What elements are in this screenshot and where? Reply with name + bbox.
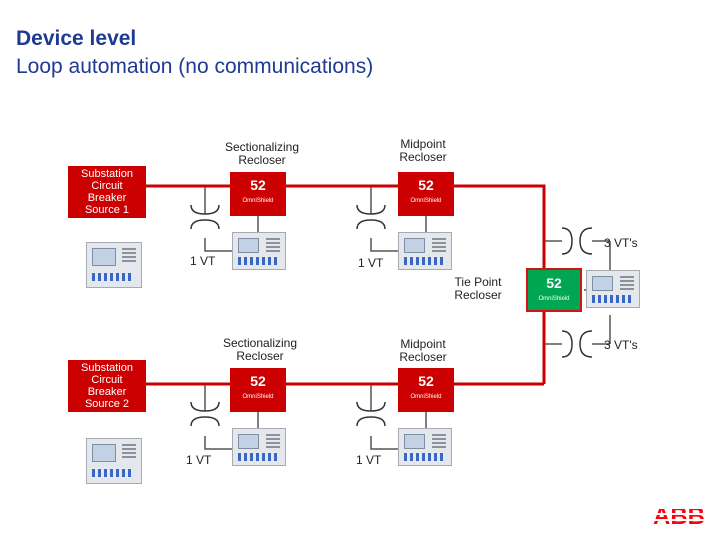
recloser-controller-3[interactable] [232, 428, 286, 466]
abb-logo: ABB [653, 503, 705, 525]
vt-label-3: 1 VT [186, 453, 212, 467]
slide-title: Device level [16, 27, 137, 50]
substation-relay-2[interactable] [86, 438, 142, 484]
midpoint-recloser-label-bottom: Midpoint Recloser [399, 337, 447, 364]
vt-symbol-6 [561, 330, 593, 358]
vt-label-2: 1 VT [358, 256, 384, 270]
breaker-shield-label: OmniShield [242, 198, 274, 204]
tie-point-recloser[interactable]: 52 OmniShield [526, 268, 582, 312]
sectionalizing-recloser-label-top: Sectionalizing Recloser [224, 140, 300, 167]
breaker-shield-label: OmniShield [242, 394, 274, 400]
vt-label-4: 1 VT [356, 453, 382, 467]
breaker-number: 52 [418, 373, 434, 389]
wire-vt2-top-relay [370, 238, 398, 252]
vt-label-5: 3 VT's [604, 236, 638, 250]
vt-symbol-2 [356, 204, 386, 230]
breaker-shield-label: OmniShield [410, 394, 442, 400]
midpoint-recloser-bottom[interactable]: 52 OmniShield [398, 368, 454, 412]
recloser-controller-1[interactable] [232, 232, 286, 270]
sectionalizing-recloser-top[interactable]: 52 OmniShield [230, 172, 286, 216]
breaker-number: 52 [546, 275, 562, 291]
vt-symbol-4 [356, 401, 386, 427]
wire-vt1-top-relay [204, 238, 232, 252]
substation-breaker-source-2[interactable]: Substation Circuit Breaker Source 2 [68, 360, 146, 412]
vt-symbol-5 [561, 227, 593, 255]
substation-breaker-source-1[interactable]: Substation Circuit Breaker Source 1 [68, 166, 146, 218]
tie-recloser-controller[interactable] [586, 270, 640, 308]
vt-symbol-1 [190, 204, 220, 230]
wire-vt2-bottom-relay [370, 436, 398, 450]
vt-label-1: 1 VT [190, 254, 216, 268]
sectionalizing-recloser-label-bottom: Sectionalizing Recloser [222, 336, 298, 363]
sectionalizing-recloser-bottom[interactable]: 52 OmniShield [230, 368, 286, 412]
breaker-number: 52 [418, 177, 434, 193]
substation-relay-1[interactable] [86, 242, 142, 288]
breaker-shield-label: OmniShield [538, 296, 570, 302]
recloser-controller-4[interactable] [398, 428, 452, 466]
breaker-shield-label: OmniShield [410, 198, 442, 204]
midpoint-recloser-top[interactable]: 52 OmniShield [398, 172, 454, 216]
breaker-number: 52 [250, 177, 266, 193]
abb-logo-text: ABB [653, 503, 705, 525]
slide-subtitle: Loop automation (no communications) [16, 55, 374, 78]
breaker-number: 52 [250, 373, 266, 389]
vt-symbol-3 [190, 401, 220, 427]
vt-label-6: 3 VT's [604, 338, 638, 352]
tie-point-recloser-label: Tie Point Recloser [454, 275, 502, 302]
midpoint-recloser-label-top: Midpoint Recloser [399, 137, 447, 164]
wire-vt1-bottom-relay [204, 436, 232, 450]
recloser-controller-2[interactable] [398, 232, 452, 270]
